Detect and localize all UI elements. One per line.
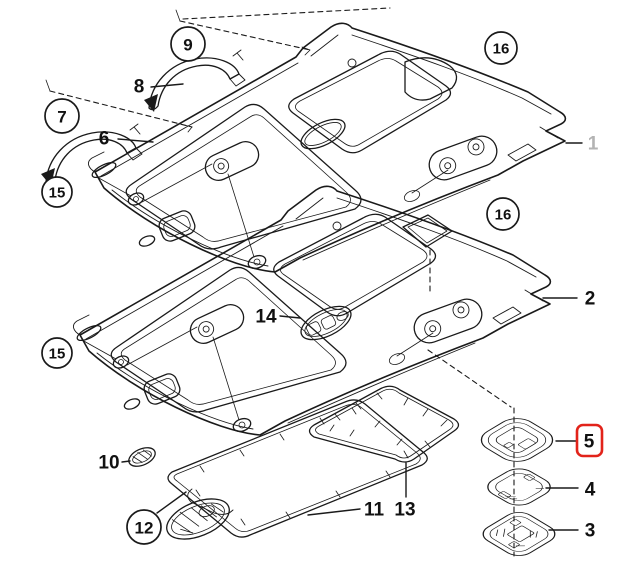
callout-15-lower-label[interactable]: 15 (49, 346, 66, 363)
part-vent-14 (300, 305, 352, 341)
part-housing-3 (482, 512, 556, 556)
arrow-tip-8 (175, 9, 311, 56)
part-frame-4 (487, 468, 551, 506)
dashed-leader-stack (427, 349, 512, 408)
callout-16-lower[interactable]: 16 (486, 197, 520, 231)
callout-16-upper[interactable]: 16 (484, 31, 518, 65)
callout-4[interactable]: 4 (585, 480, 596, 501)
callout-11[interactable]: 11 (364, 500, 385, 521)
dashed-leader-handle-6 (49, 90, 193, 128)
part-cap-10 (128, 447, 156, 467)
dashed-leader-handle-8b (182, 7, 391, 20)
callout-5-highlighted[interactable]: 5 (575, 423, 604, 458)
callout-5-label[interactable]: 5 (584, 432, 595, 453)
part-headliner-1 (87, 22, 567, 273)
callout-9-label[interactable]: 9 (183, 36, 192, 55)
part-frame-13 (308, 385, 460, 463)
leader-lines (117, 83, 583, 531)
callout-16-upper-label[interactable]: 16 (493, 41, 510, 58)
callout-7-label[interactable]: 7 (57, 108, 66, 127)
part-headliner-2 (72, 185, 552, 436)
callout-9[interactable]: 9 (170, 26, 206, 62)
callout-8[interactable]: 8 (134, 77, 145, 98)
callout-2[interactable]: 2 (585, 289, 596, 310)
callout-15-lower[interactable]: 15 (41, 337, 73, 369)
callout-12[interactable]: 12 (126, 509, 162, 545)
callout-15-upper-label[interactable]: 15 (49, 185, 66, 202)
dashed-leader-handle-8 (179, 20, 311, 51)
callout-6[interactable]: 6 (99, 129, 110, 150)
part-lamp-12 (166, 498, 230, 540)
callout-7[interactable]: 7 (44, 98, 80, 134)
callout-3[interactable]: 3 (585, 521, 596, 542)
part-trim-ring-5 (480, 418, 554, 462)
callout-10[interactable]: 10 (98, 453, 119, 474)
callout-13[interactable]: 13 (394, 500, 415, 521)
callout-14[interactable]: 14 (255, 307, 277, 328)
callout-16-lower-label[interactable]: 16 (495, 207, 512, 224)
highlight-box (575, 423, 604, 458)
arrow-tip-6 (45, 79, 193, 133)
callout-12-label[interactable]: 12 (135, 519, 154, 538)
callout-1[interactable]: 1 (588, 134, 599, 155)
callout-15-upper[interactable]: 15 (41, 176, 73, 208)
